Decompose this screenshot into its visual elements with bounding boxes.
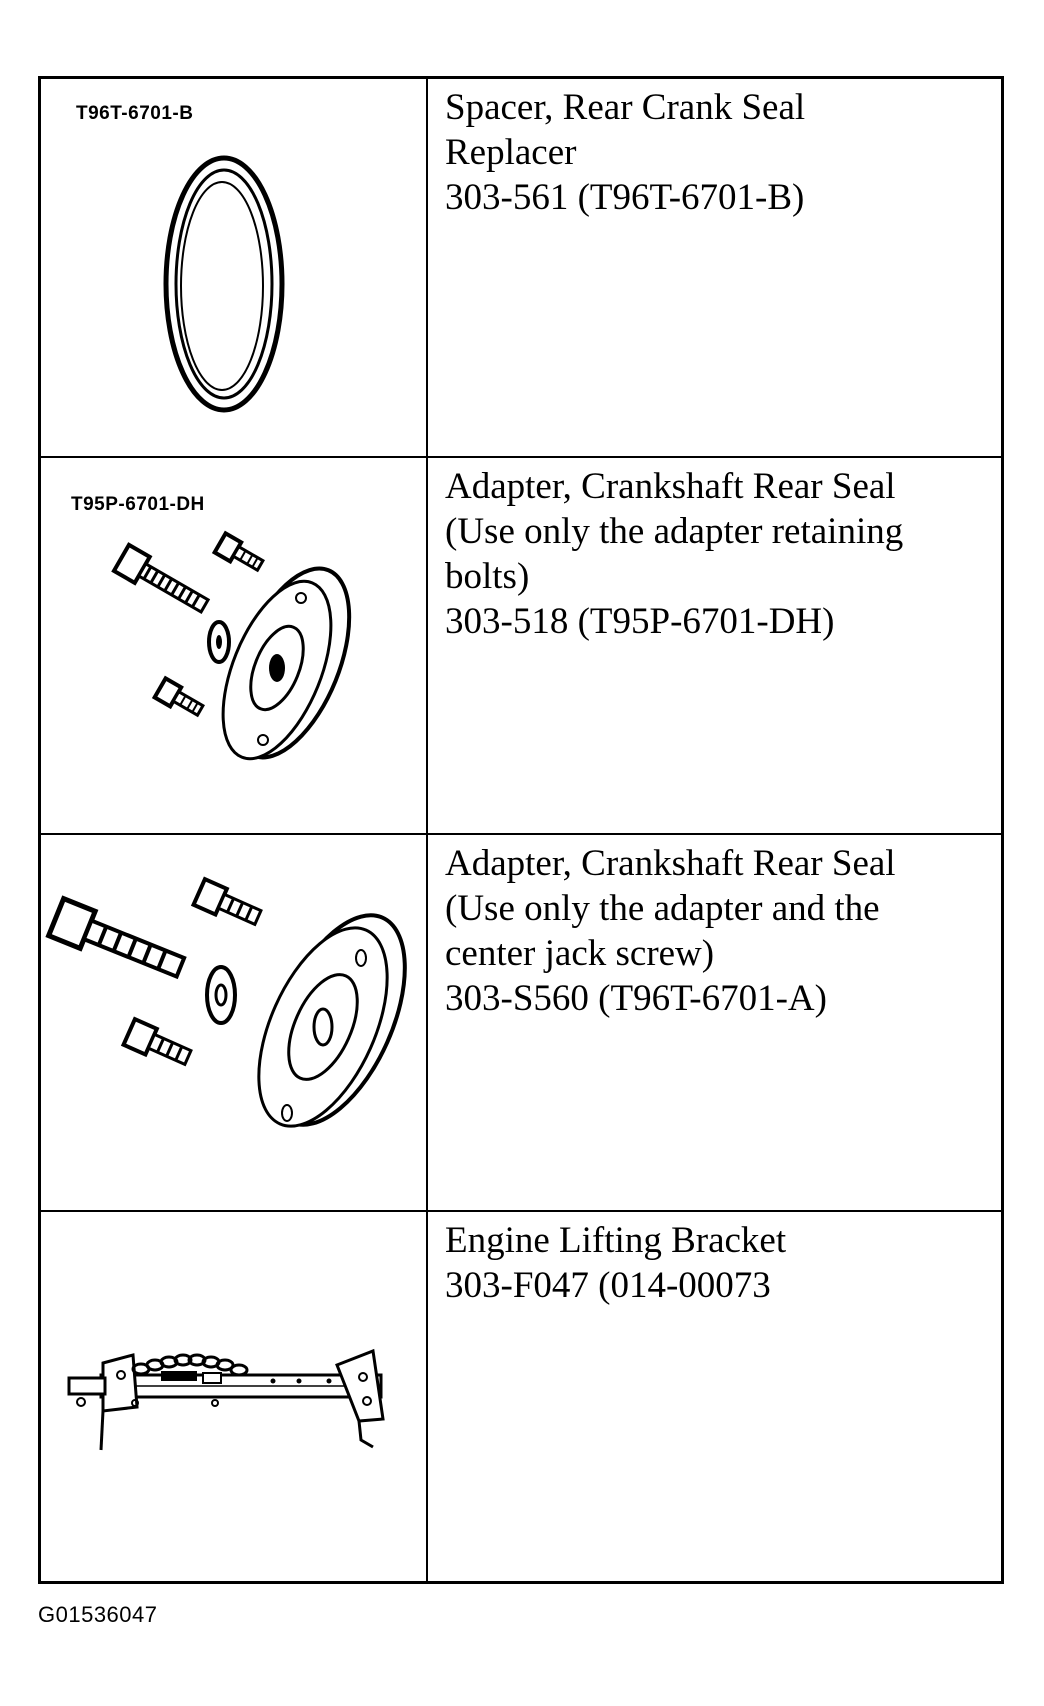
tool-tag: T95P-6701-DH (71, 494, 205, 515)
tool-illustration-cell (41, 1212, 428, 1583)
adapter-with-jack-screw-icon (45, 876, 407, 1128)
tool-description: Spacer, Rear Crank Seal Replacer 303-561… (445, 85, 985, 220)
tool-note-line: (Use only the adapter retaining (445, 511, 904, 552)
tool-name-line: Spacer, Rear Crank Seal (445, 87, 806, 128)
tool-name-line: Replacer (445, 132, 577, 173)
tool-description: Adapter, Crankshaft Rear Seal (Use only … (445, 464, 985, 644)
tool-row: T96T-6701-B Spacer, Rear Crank Seal Repl… (41, 79, 1001, 456)
tool-name-line: Adapter, Crankshaft Rear Seal (445, 843, 896, 884)
tool-note-line: (Use only the adapter and the (445, 888, 880, 929)
tool-row: Engine Lifting Bracket 303-F047 (014-000… (41, 1210, 1001, 1583)
tool-number-line: 303-561 (T96T-6701-B) (445, 177, 805, 218)
tool-number-line: 303-S560 (T96T-6701-A) (445, 978, 827, 1019)
seal-spacer-ring-icon (163, 155, 285, 413)
tool-name-line: Adapter, Crankshaft Rear Seal (445, 466, 896, 507)
tool-description: Engine Lifting Bracket 303-F047 (014-000… (445, 1218, 985, 1308)
tool-tag: T96T-6701-B (76, 103, 194, 124)
tool-number-line: 303-F047 (014-00073 (445, 1265, 771, 1306)
adapter-with-bolts-icon (111, 530, 352, 761)
figure-id: G01536047 (38, 1602, 158, 1627)
tool-row: Adapter, Crankshaft Rear Seal (Use only … (41, 833, 1001, 1212)
tool-table: T96T-6701-B Spacer, Rear Crank Seal Repl… (38, 76, 1004, 1584)
tool-name-line: Engine Lifting Bracket (445, 1220, 787, 1261)
tool-number-line: 303-518 (T95P-6701-DH) (445, 601, 835, 642)
tool-note-line: center jack screw) (445, 933, 715, 974)
tool-illustration-cell: T95P-6701-DH (41, 458, 428, 835)
tool-note-line: bolts) (445, 556, 530, 597)
tool-illustration-cell: T96T-6701-B (41, 79, 428, 456)
engine-lifting-bracket-icon (67, 1348, 385, 1451)
tool-description: Adapter, Crankshaft Rear Seal (Use only … (445, 841, 985, 1021)
tool-row: T95P-6701-DH (41, 456, 1001, 835)
tool-illustration-cell (41, 835, 428, 1212)
